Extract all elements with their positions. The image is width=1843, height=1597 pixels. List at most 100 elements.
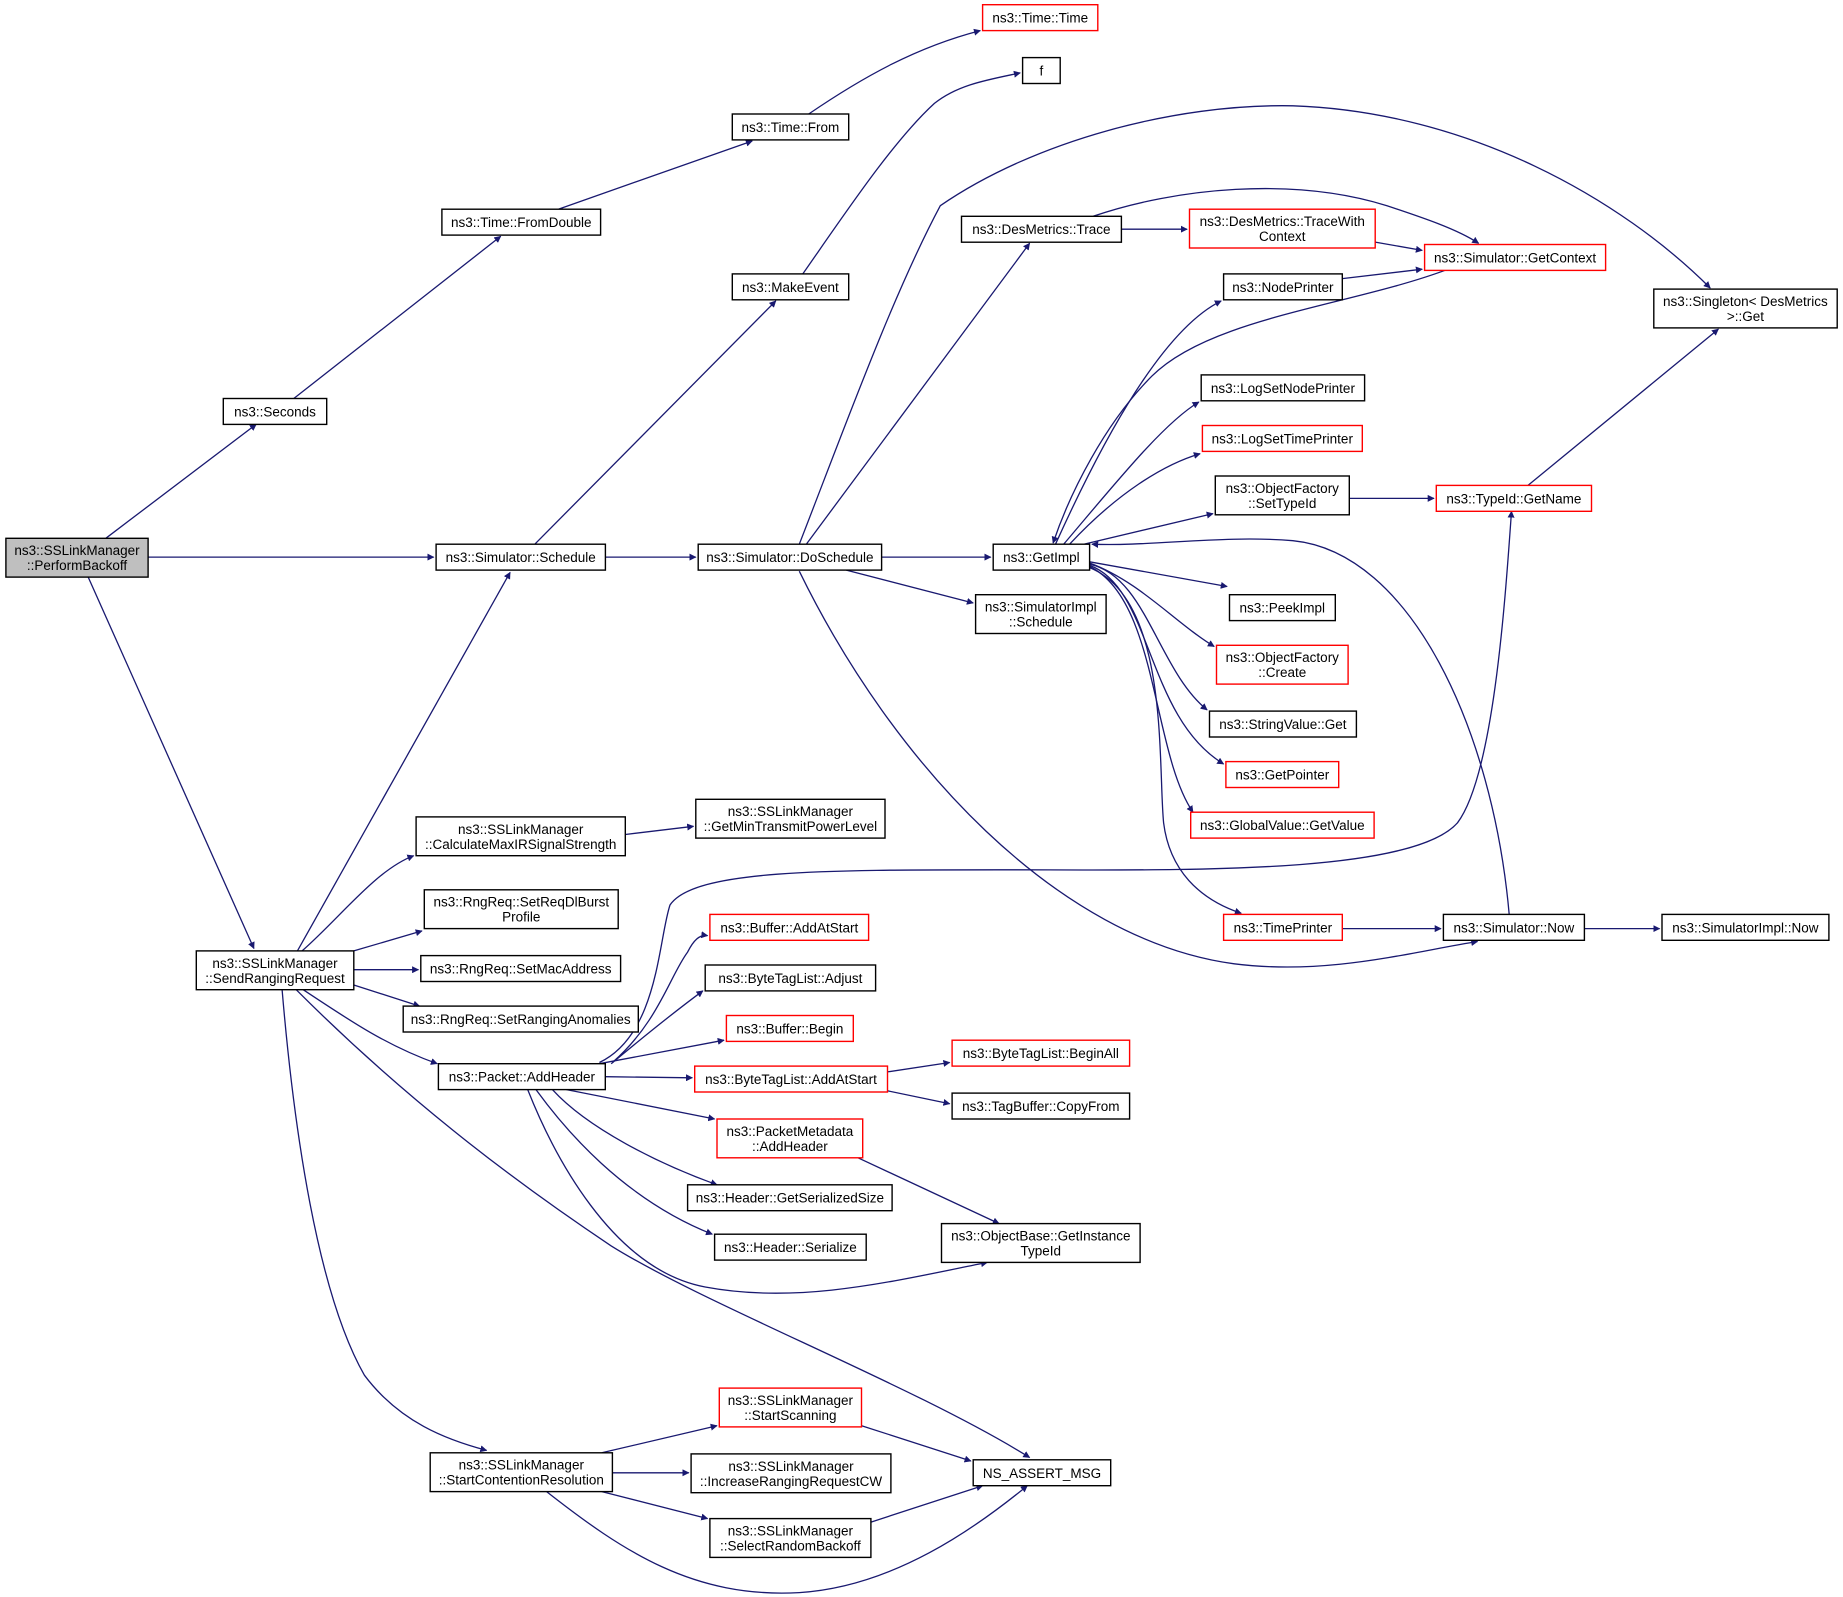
node-box xyxy=(420,954,622,983)
node-logsettimeprinter[interactable]: ns3::LogSetTimePrinter xyxy=(1201,424,1364,453)
node-desmetricstrace[interactable]: ns3::DesMetrics::Trace xyxy=(960,215,1123,243)
node-box xyxy=(725,1014,855,1043)
node-label: ns3::Time::Time xyxy=(992,11,1088,26)
node-simimplschedule[interactable]: ns3::SimulatorImpl::Schedule xyxy=(974,594,1107,635)
edge-getimpl-getpointer xyxy=(1089,564,1225,765)
node-btladjust[interactable]: ns3::ByteTagList::Adjust xyxy=(704,964,877,992)
edge-getimpl-objfactsettypeid xyxy=(1083,511,1214,545)
node-peekimpl[interactable]: ns3::PeekImpl xyxy=(1228,594,1337,622)
node-label: ::Create xyxy=(1258,665,1306,680)
node-fromdouble[interactable]: ns3::Time::FromDouble xyxy=(441,208,602,236)
node-startcontention[interactable]: ns3::SSLinkManager::StartContentionResol… xyxy=(429,1452,614,1493)
node-label: ns3::SimulatorImpl::Now xyxy=(1672,920,1819,935)
node-performbackoff[interactable]: ns3::SSLinkManager::PerformBackoff xyxy=(5,537,149,578)
node-nodeprinter[interactable]: ns3::NodePrinter xyxy=(1222,273,1343,301)
node-tagbufcopy[interactable]: ns3::TagBuffer::CopyFrom xyxy=(951,1092,1131,1120)
node-label: ns3::LogSetTimePrinter xyxy=(1212,431,1354,446)
node-simimplnow[interactable]: ns3::SimulatorImpl::Now xyxy=(1661,913,1830,942)
node-label: ns3::Simulator::Schedule xyxy=(446,550,596,565)
node-nsassert[interactable]: NS_ASSERT_MSG xyxy=(972,1459,1112,1487)
node-getmintx[interactable]: ns3::SSLinkManager::GetMinTransmitPowerL… xyxy=(695,798,886,839)
node-label: ns3::DesMetrics::Trace xyxy=(972,222,1110,237)
node-increaseranging[interactable]: ns3::SSLinkManager::IncreaseRangingReque… xyxy=(690,1453,892,1494)
node-singleton[interactable]: ns3::Singleton< DesMetrics>::Get xyxy=(1653,288,1838,329)
node-label: ns3::DesMetrics::TraceWith xyxy=(1200,214,1365,229)
node-pmaddheader[interactable]: ns3::PacketMetadata::AddHeader xyxy=(716,1118,864,1159)
node-box xyxy=(704,964,877,992)
node-box xyxy=(1423,243,1607,272)
node-objfactcreate[interactable]: ns3::ObjectFactory::Create xyxy=(1215,644,1349,685)
node-hdrserialize[interactable]: ns3::Header::Serialize xyxy=(713,1233,867,1261)
node-hdrgetsize[interactable]: ns3::Header::GetSerializedSize xyxy=(686,1184,893,1212)
node-label: TypeId xyxy=(1021,1244,1062,1259)
node-f[interactable]: f xyxy=(1021,56,1061,85)
node-label: >::Get xyxy=(1727,309,1764,324)
node-seconds[interactable]: ns3::Seconds xyxy=(222,397,328,426)
node-globalvalue[interactable]: ns3::GlobalValue::GetValue xyxy=(1189,811,1375,839)
node-label: ns3::TimePrinter xyxy=(1234,920,1333,935)
edge-getimpl-timeprinter xyxy=(1089,567,1242,915)
node-sendranging[interactable]: ns3::SSLinkManager::SendRangingRequest xyxy=(195,950,355,991)
node-label: ns3::GetPointer xyxy=(1235,768,1329,783)
node-btlbeginall[interactable]: ns3::ByteTagList::BeginAll xyxy=(951,1039,1131,1067)
function-nodes: ns3::SSLinkManager::PerformBackoffns3::S… xyxy=(5,3,1838,1559)
node-doschedule[interactable]: ns3::Simulator::DoSchedule xyxy=(697,543,883,571)
edge-sendranging-calcmaxir xyxy=(301,854,415,952)
node-box xyxy=(695,798,886,839)
node-box xyxy=(415,816,627,857)
node-bufaddatstart[interactable]: ns3::Buffer::AddAtStart xyxy=(709,913,870,942)
node-calcmaxir[interactable]: ns3::SSLinkManager::CalculateMaxIRSignal… xyxy=(415,816,627,857)
node-schedule[interactable]: ns3::Simulator::Schedule xyxy=(435,543,607,571)
node-box xyxy=(716,1118,864,1159)
node-box xyxy=(972,1459,1112,1487)
edge-pmaddheader-getinstancetypeid xyxy=(857,1157,1000,1225)
node-getpointer[interactable]: ns3::GetPointer xyxy=(1225,760,1340,789)
node-startscanning[interactable]: ns3::SSLinkManager::StartScanning xyxy=(718,1387,863,1428)
edge-getimpl-logsetnodeprinter xyxy=(1063,401,1200,545)
node-box xyxy=(1201,424,1364,453)
node-timetime[interactable]: ns3::Time::Time xyxy=(981,3,1099,32)
edge-sendranging-nsassert xyxy=(295,989,1031,1459)
node-simnow[interactable]: ns3::Simulator::Now xyxy=(1442,913,1586,942)
node-box xyxy=(402,1005,640,1033)
node-label: ns3::PacketMetadata xyxy=(726,1124,853,1139)
node-setranging[interactable]: ns3::RngReq::SetRangingAnomalies xyxy=(402,1005,640,1033)
node-label: ns3::RngReq::SetMacAddress xyxy=(430,962,612,977)
node-getcontext[interactable]: ns3::Simulator::GetContext xyxy=(1423,243,1607,272)
node-selectrandom[interactable]: ns3::SSLinkManager::SelectRandomBackoff xyxy=(709,1517,872,1559)
edge-sendranging-setreqdlburst xyxy=(353,929,423,952)
node-timeprinter[interactable]: ns3::TimePrinter xyxy=(1222,913,1343,942)
edge-pb-sendranging xyxy=(87,576,255,950)
node-box xyxy=(1188,208,1376,249)
node-typeidgetname[interactable]: ns3::TypeId::GetName xyxy=(1435,484,1593,512)
node-logsetnodeprinter[interactable]: ns3::LogSetNodePrinter xyxy=(1200,374,1366,402)
node-label: f xyxy=(1040,64,1044,79)
node-box xyxy=(423,889,619,930)
node-label: ns3::SSLinkManager xyxy=(728,1524,854,1539)
node-box xyxy=(1189,811,1375,839)
node-getimpl[interactable]: ns3::GetImpl xyxy=(992,543,1091,571)
node-box xyxy=(690,1453,892,1494)
edge-getimpl-logsettimeprinter xyxy=(1069,452,1201,545)
node-label: Profile xyxy=(502,910,540,925)
node-box xyxy=(1661,913,1830,942)
node-btladdatstart[interactable]: ns3::ByteTagList::AddAtStart xyxy=(694,1065,889,1093)
edge-getimpl-globalvalue xyxy=(1089,565,1194,813)
node-objfactsettypeid[interactable]: ns3::ObjectFactory::SetTypeId xyxy=(1214,475,1351,516)
node-stringvalueget[interactable]: ns3::StringValue::Get xyxy=(1208,710,1358,738)
edge-getimpl-objfactcreate xyxy=(1089,562,1215,648)
edge-calcmaxir-getmintx xyxy=(625,823,695,836)
node-box xyxy=(940,1222,1141,1264)
edge-getcontext-getimpl xyxy=(1051,268,1449,544)
node-label: ::CalculateMaxIRSignalStrength xyxy=(425,837,616,852)
node-label: Context xyxy=(1259,229,1306,244)
node-timefrom[interactable]: ns3::Time::From xyxy=(731,113,850,141)
node-addheader[interactable]: ns3::Packet::AddHeader xyxy=(437,1062,606,1091)
node-makeevent[interactable]: ns3::MakeEvent xyxy=(731,273,850,301)
node-box xyxy=(1653,288,1838,329)
node-setmacaddress[interactable]: ns3::RngReq::SetMacAddress xyxy=(420,954,622,983)
node-bufbegin[interactable]: ns3::Buffer::Begin xyxy=(725,1014,855,1043)
